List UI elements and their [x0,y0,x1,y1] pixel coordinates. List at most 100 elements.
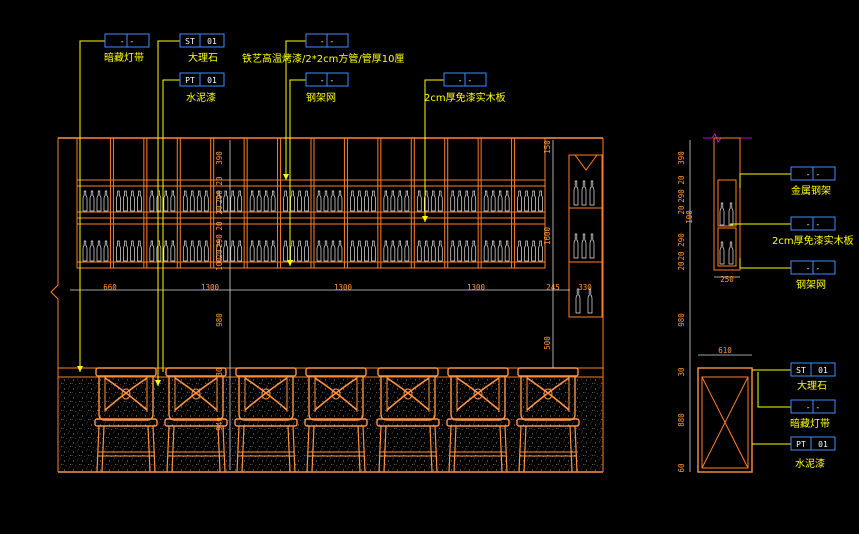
wine-bottle [517,190,522,212]
wine-bottle [581,233,587,259]
label-hidden-light-side: 暗藏灯带 [790,417,830,430]
stool-cross-back [314,377,358,411]
dim-side-880: 880 [677,413,686,427]
wine-bottle [323,190,329,212]
stool-legs [166,425,226,473]
stool-footrest [98,451,154,457]
dim-610: 610 [718,346,732,355]
stool-cross-knot [191,388,201,400]
side-section-view: 250 610 390 20 290 20 100 290 20 20 980 … [677,133,854,473]
wine-bottle [471,240,477,262]
dim-250: 250 [720,275,734,284]
wine-bottle [357,190,362,212]
wine-bottle [457,190,463,212]
wine-bottle [149,190,155,212]
leader-steel-mesh [289,79,306,266]
arrow-head [77,366,83,372]
stool-top-rail [235,367,297,377]
stool-footrest [238,451,294,457]
wine-bottle [423,240,429,262]
wine-bottle [589,233,595,259]
wine-bottle [156,240,162,262]
stool-footrest [308,451,364,457]
wine-bottle [587,288,593,314]
wine-bottle [450,240,456,262]
wine-bottle [416,190,422,212]
stool-legs [96,425,156,473]
stool-cross-knot [403,388,413,400]
wine-bottle [170,240,176,262]
dim-1600: 1600 [543,226,552,245]
wine-bottle [573,233,579,259]
leader-arrows [77,174,428,386]
wine-bottle [483,190,489,212]
wine-bottle [163,240,169,262]
label-hidden-light: 暗藏灯带 [104,51,144,64]
wine-bottle [383,190,389,212]
wine-bottle [290,190,295,212]
wine-bottle [249,190,255,212]
stool-seat [376,418,440,427]
dim-side-20: 20 [677,175,686,185]
stool-cross-knot [473,388,483,400]
tag-cement-side [790,436,836,451]
dim-side-20: 20 [677,261,686,271]
wine-bottle [96,190,102,212]
dim-side-390: 390 [677,151,686,165]
wine-bottle [263,240,269,262]
stool-footrest [168,451,224,457]
tag-code-st-side: ST [796,366,806,375]
wine-bottle [82,190,88,212]
stool-back-inner [314,376,358,412]
wine-bottle [103,240,109,262]
wine-bottle [471,190,477,212]
dim-290: 290 [215,190,224,204]
wine-bottle [573,180,579,206]
stool-legs [518,425,578,473]
wine-bottle [216,190,222,212]
side-counter-inner [701,376,749,469]
stool-back-inner [386,376,430,412]
tag-cement [179,72,225,87]
stool-cross-back [104,377,148,411]
stool-cross-back [244,377,288,411]
wine-bottle [337,240,343,262]
wine-bottle [189,240,195,262]
stool-footrest [380,451,436,457]
wine-bottle [397,190,403,212]
wine-bottle [182,190,188,212]
dim-20: 20 [215,249,224,259]
wine-bottle [216,240,222,262]
wine-bottle [323,240,329,262]
wine-bottle [390,240,396,262]
dim-20: 20 [215,221,224,231]
tag-code-steel: - - [320,76,334,85]
wine-bottle [283,240,288,262]
wine-bottle [416,240,422,262]
dim-vertical-left-labels: 390 20 290 20 20 290 20 100 980 30 940 [215,151,224,431]
wine-bottle [457,240,463,262]
tag-code-hidden-light: - - [120,37,134,46]
dim-980: 980 [215,313,224,327]
wine-bottle [728,202,734,226]
tag-code-steel-side: - - [806,264,820,273]
stool-top-rail [517,367,579,377]
wine-bottle [304,240,309,262]
stool-cross-knot [331,388,341,400]
tag-code-pt: PT [185,76,195,85]
side-cabinet-cross [574,154,598,171]
dim-1300-2: 1300 [334,283,353,292]
wine-bottle [504,240,510,262]
wine-bottle [297,190,302,212]
stool-back-frame [450,376,506,421]
tag-code-01: 01 [207,37,217,46]
wine-bottle [316,240,322,262]
wine-bottle [430,190,436,212]
stool-seat [164,418,228,427]
stool-seat [516,418,580,427]
stool-back-frame [168,376,224,421]
wine-bottle [103,190,109,212]
wine-bottle [364,190,369,212]
stool-seat [304,418,368,427]
wine-bottle [497,240,503,262]
